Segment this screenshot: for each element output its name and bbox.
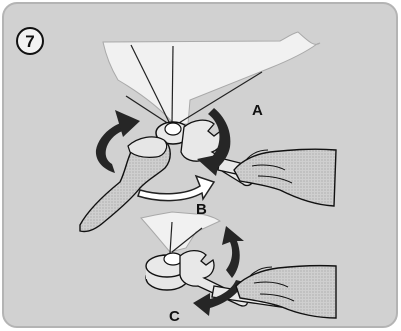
callout-label-b: B <box>196 201 207 218</box>
step-number: 7 <box>25 32 34 51</box>
hub-bottom-inner <box>164 253 182 265</box>
callout-label-a: A <box>252 102 263 119</box>
hub-top-inner <box>165 123 181 135</box>
callout-label-c: C <box>169 308 180 325</box>
